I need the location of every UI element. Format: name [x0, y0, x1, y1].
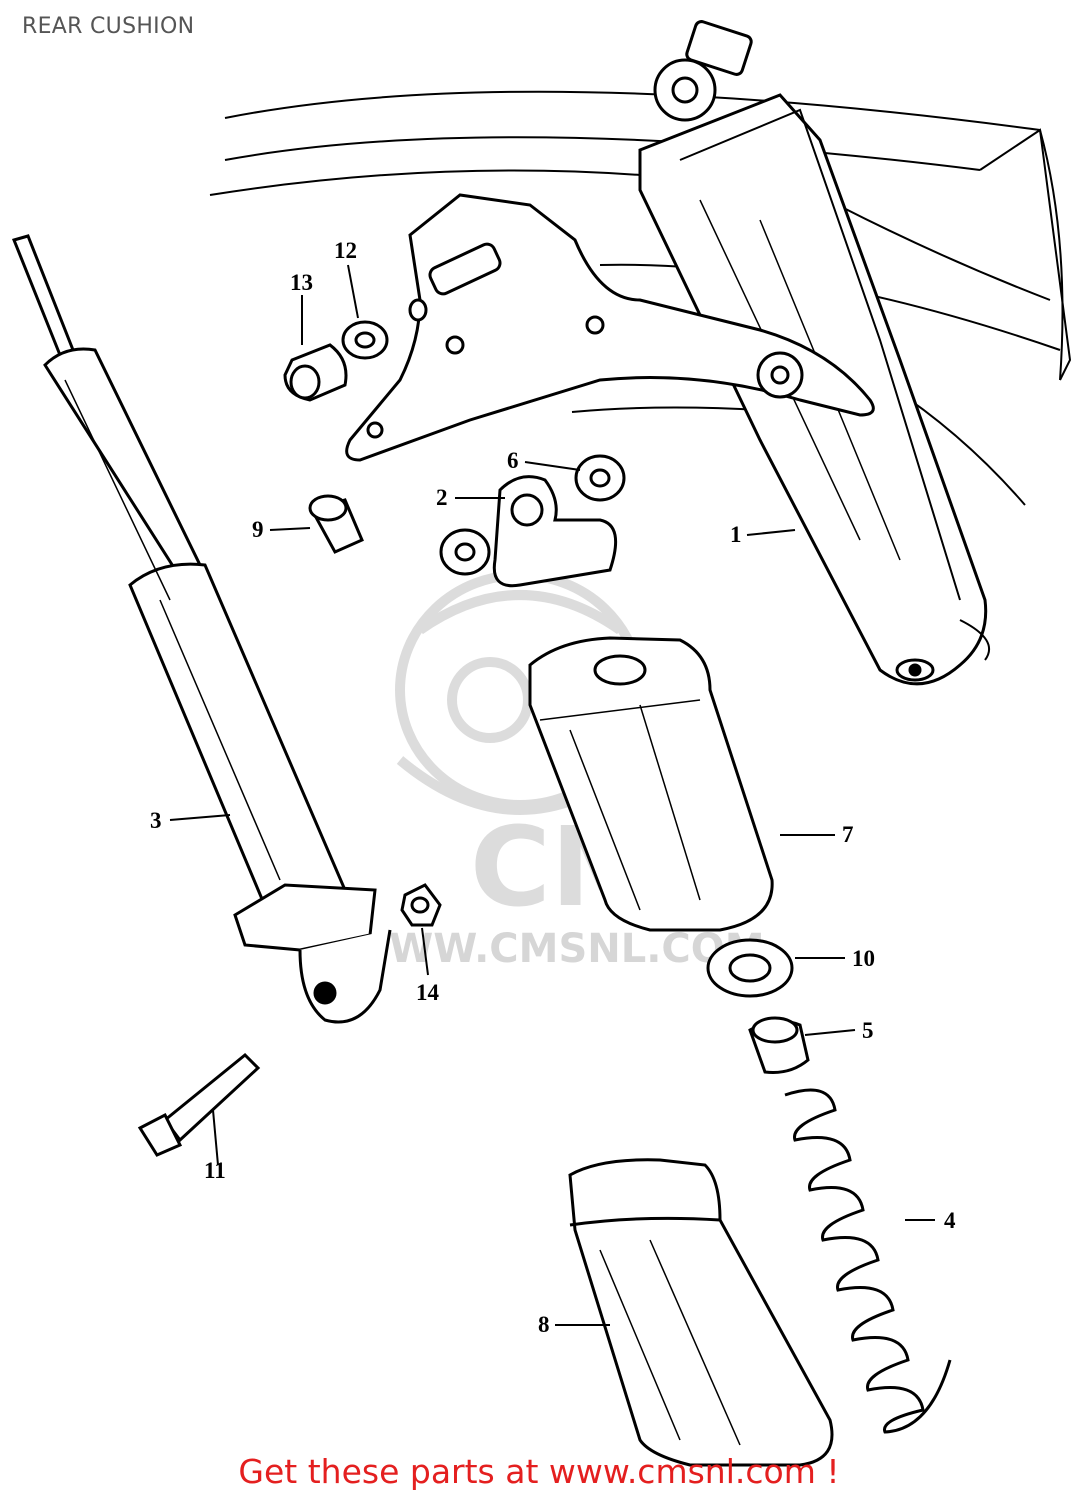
page-title: REAR CUSHION [22, 14, 195, 39]
part-4-spring [784, 1088, 952, 1434]
part-10-spring-seat [706, 938, 794, 998]
frame-outline [209, 90, 1072, 506]
callout-13: 13 [290, 270, 313, 295]
part-7-upper-cover [528, 636, 774, 932]
part-3-damper [11, 234, 392, 1024]
callout-10: 10 [852, 946, 875, 971]
part-5-bump-stopper [748, 1016, 810, 1074]
callout-5: 5 [862, 1018, 874, 1043]
mounting-bracket [345, 193, 875, 462]
part-8-lower-cover [568, 1158, 834, 1467]
callout-12: 12 [334, 238, 357, 263]
part-13-cap-nut [283, 343, 348, 402]
part-2-eye-mount [492, 475, 618, 588]
callout-1: 1 [730, 522, 742, 547]
part-6-rubber-bushing [439, 454, 626, 576]
callout-7: 7 [842, 822, 854, 847]
part-9-collar [308, 494, 364, 554]
callout-14: 14 [416, 980, 440, 1005]
callout-4: 4 [944, 1208, 956, 1233]
leader-lines [169, 264, 935, 1326]
part-12-washer [341, 320, 389, 360]
callout-6: 6 [507, 448, 519, 473]
part-1-top-mount [653, 20, 753, 122]
callout-11: 11 [204, 1158, 226, 1183]
callout-9: 9 [252, 517, 264, 542]
part-11-bolt [137, 1052, 261, 1157]
part-14-nut [400, 883, 442, 927]
watermark-url-text: WWW.CMSNL.COM [345, 926, 765, 972]
callout-8: 8 [538, 1312, 550, 1337]
callout-2: 2 [436, 485, 448, 510]
promo-link[interactable]: Get these parts at www.cmsnl.com ! [238, 1452, 840, 1491]
callout-3: 3 [150, 808, 162, 833]
